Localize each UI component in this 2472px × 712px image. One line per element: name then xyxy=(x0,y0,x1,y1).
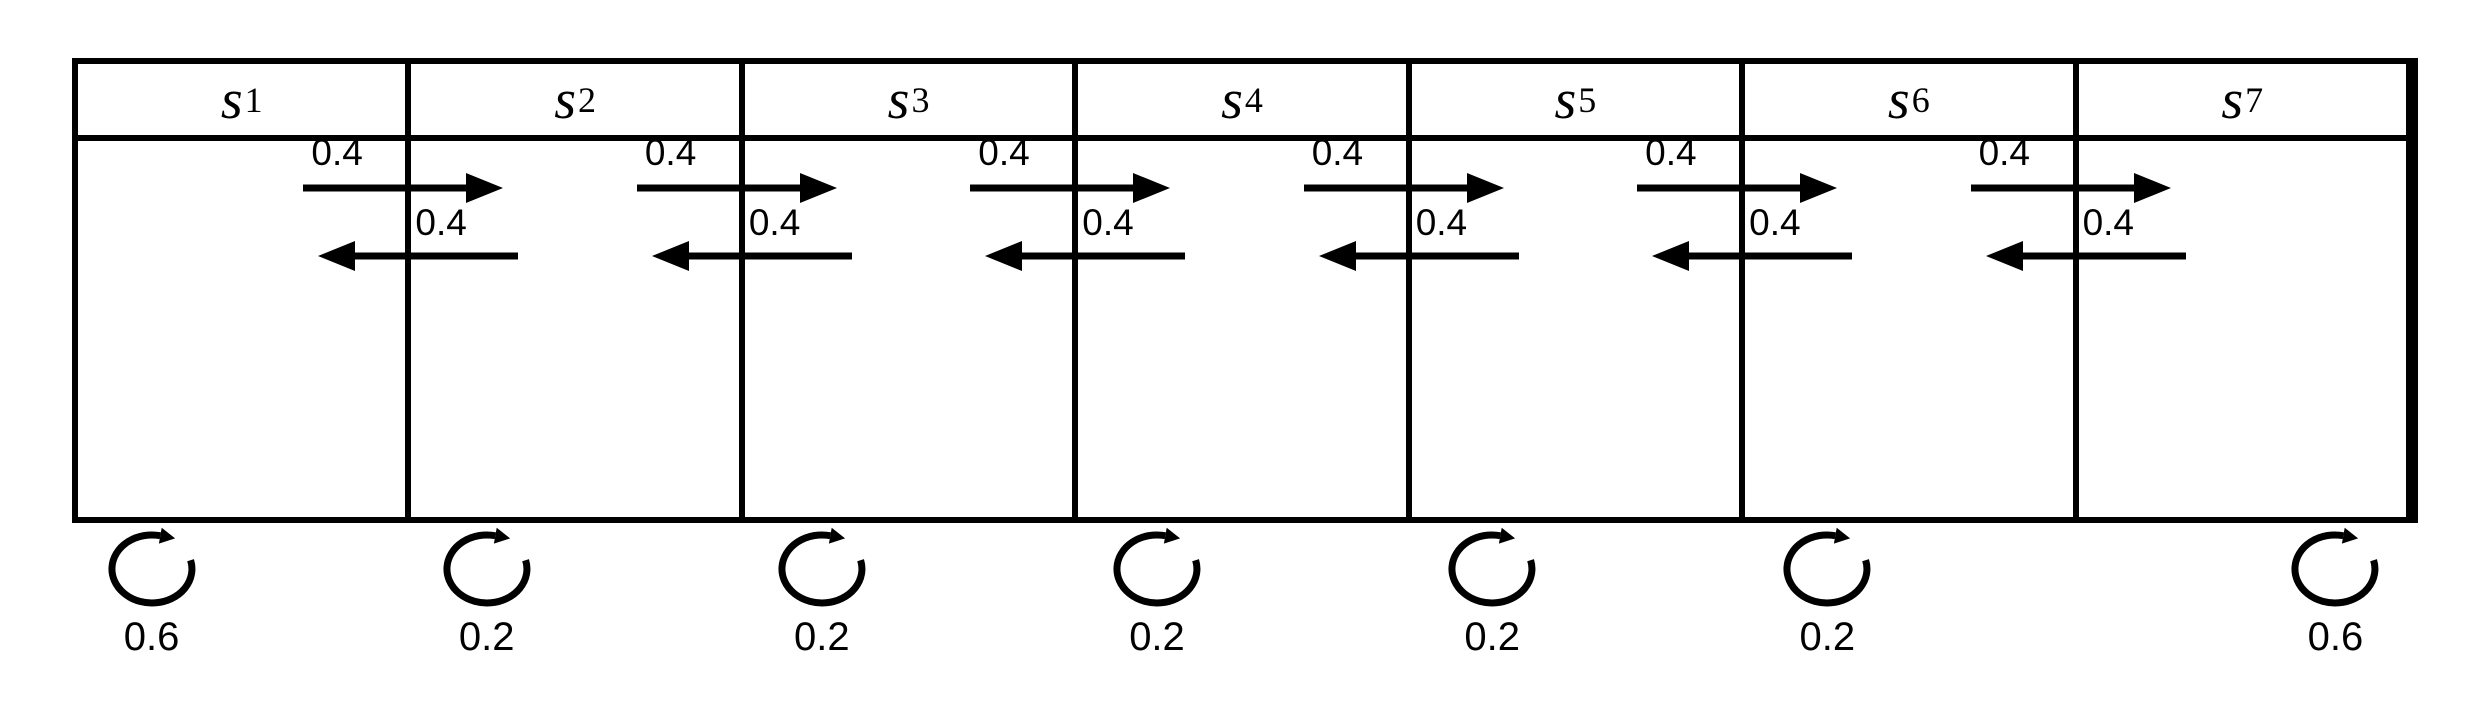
transition-prob-left: 0.4 xyxy=(1749,202,1801,243)
left-arrow-icon xyxy=(985,241,1186,271)
self-loop-prob-label: 0.2 xyxy=(458,615,515,659)
transition-prob-right: 0.4 xyxy=(644,132,697,173)
transition-prob-right: 0.4 xyxy=(1645,132,1697,173)
right-arrow-icon xyxy=(1637,173,1838,203)
transition-prob-right: 0.4 xyxy=(1311,132,1364,173)
transition-prob-left: 0.4 xyxy=(748,202,801,243)
state-name: s xyxy=(220,68,243,131)
right-arrow-icon xyxy=(636,173,837,203)
self-loop-icon xyxy=(1113,527,1201,607)
state-subscript: 3 xyxy=(911,79,930,120)
self-loop: 0.2 xyxy=(989,517,1324,657)
header-divider-line xyxy=(78,135,2412,141)
self-loop: 0.2 xyxy=(654,517,989,657)
left-arrow-icon xyxy=(1985,241,2186,271)
state-name: s xyxy=(1887,68,1910,131)
self-loop-prob-label: 0.6 xyxy=(2307,615,2364,659)
self-loop-row: 0.6 0.2 0.2 0.2 0.2 0.2 0.6 xyxy=(72,517,2418,657)
right-arrow-icon xyxy=(1970,173,2171,203)
state-subscript: 4 xyxy=(1244,79,1263,120)
state-name: s xyxy=(1221,68,1243,131)
self-loop-icon xyxy=(443,527,531,607)
self-loop-prob-label: 0.2 xyxy=(1129,615,1185,659)
self-loop-prob-label: 0.2 xyxy=(1464,615,1520,659)
transition-prob-left: 0.4 xyxy=(2082,202,2134,243)
state-subscript: 7 xyxy=(2245,79,2264,120)
self-loop: 0.2 xyxy=(1660,517,1995,657)
self-loop: 0.6 xyxy=(2168,517,2472,657)
transition-prob-right: 0.4 xyxy=(978,132,1030,173)
transition-prob-right: 0.4 xyxy=(1978,132,2030,173)
transition-prob-left: 0.4 xyxy=(1415,202,1468,243)
self-loop: 0.2 xyxy=(319,517,654,657)
transition-prob-left: 0.4 xyxy=(415,202,467,243)
left-arrow-icon xyxy=(1318,241,1519,271)
state-subscript: 1 xyxy=(244,79,263,120)
self-loop-prob-label: 0.6 xyxy=(123,615,180,659)
right-arrow-icon xyxy=(970,173,1171,203)
self-loop-prob-label: 0.2 xyxy=(794,615,850,659)
left-arrow-icon xyxy=(651,241,852,271)
self-loop-icon xyxy=(1448,527,1536,607)
transition-prob-left: 0.4 xyxy=(1082,202,1134,243)
self-loop-icon xyxy=(1783,527,1871,607)
state-name: s xyxy=(2221,68,2244,131)
state-name: s xyxy=(887,68,910,131)
self-loop: 0.6 xyxy=(0,517,319,657)
right-arrow-icon xyxy=(303,173,504,203)
self-loop: 0.2 xyxy=(1325,517,1660,657)
right-arrow-icon xyxy=(1303,173,1504,203)
left-arrow-icon xyxy=(318,241,519,271)
self-loop-icon xyxy=(778,527,866,607)
self-loop-icon xyxy=(2291,527,2379,607)
self-loop-prob-label: 0.2 xyxy=(1799,615,1856,659)
state-name: s xyxy=(1554,68,1577,131)
state-subscript: 2 xyxy=(578,79,597,120)
transition-prob-right: 0.4 xyxy=(311,132,363,173)
state-name: s xyxy=(554,68,577,131)
state-subscript: 6 xyxy=(1911,79,1930,120)
self-loop-icon xyxy=(108,527,196,607)
left-arrow-icon xyxy=(1652,241,1853,271)
state-subscript: 5 xyxy=(1578,79,1597,120)
